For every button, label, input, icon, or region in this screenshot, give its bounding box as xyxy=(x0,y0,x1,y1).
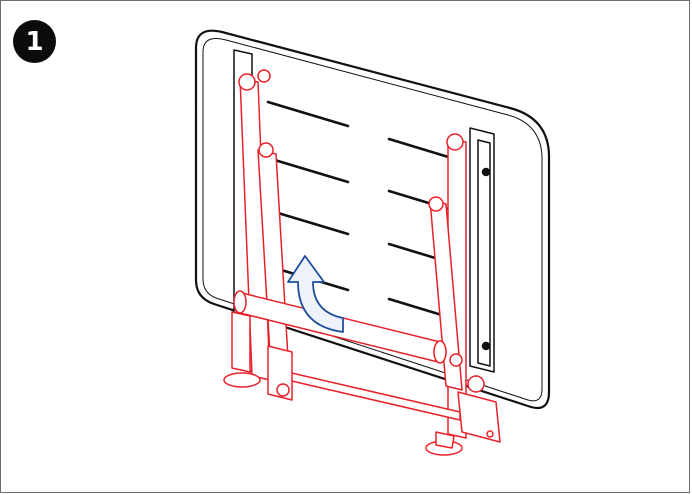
folding-leg-frame xyxy=(223,69,501,456)
step-number-badge: 1 xyxy=(13,20,56,63)
curved-up-arrow-icon xyxy=(287,255,344,333)
